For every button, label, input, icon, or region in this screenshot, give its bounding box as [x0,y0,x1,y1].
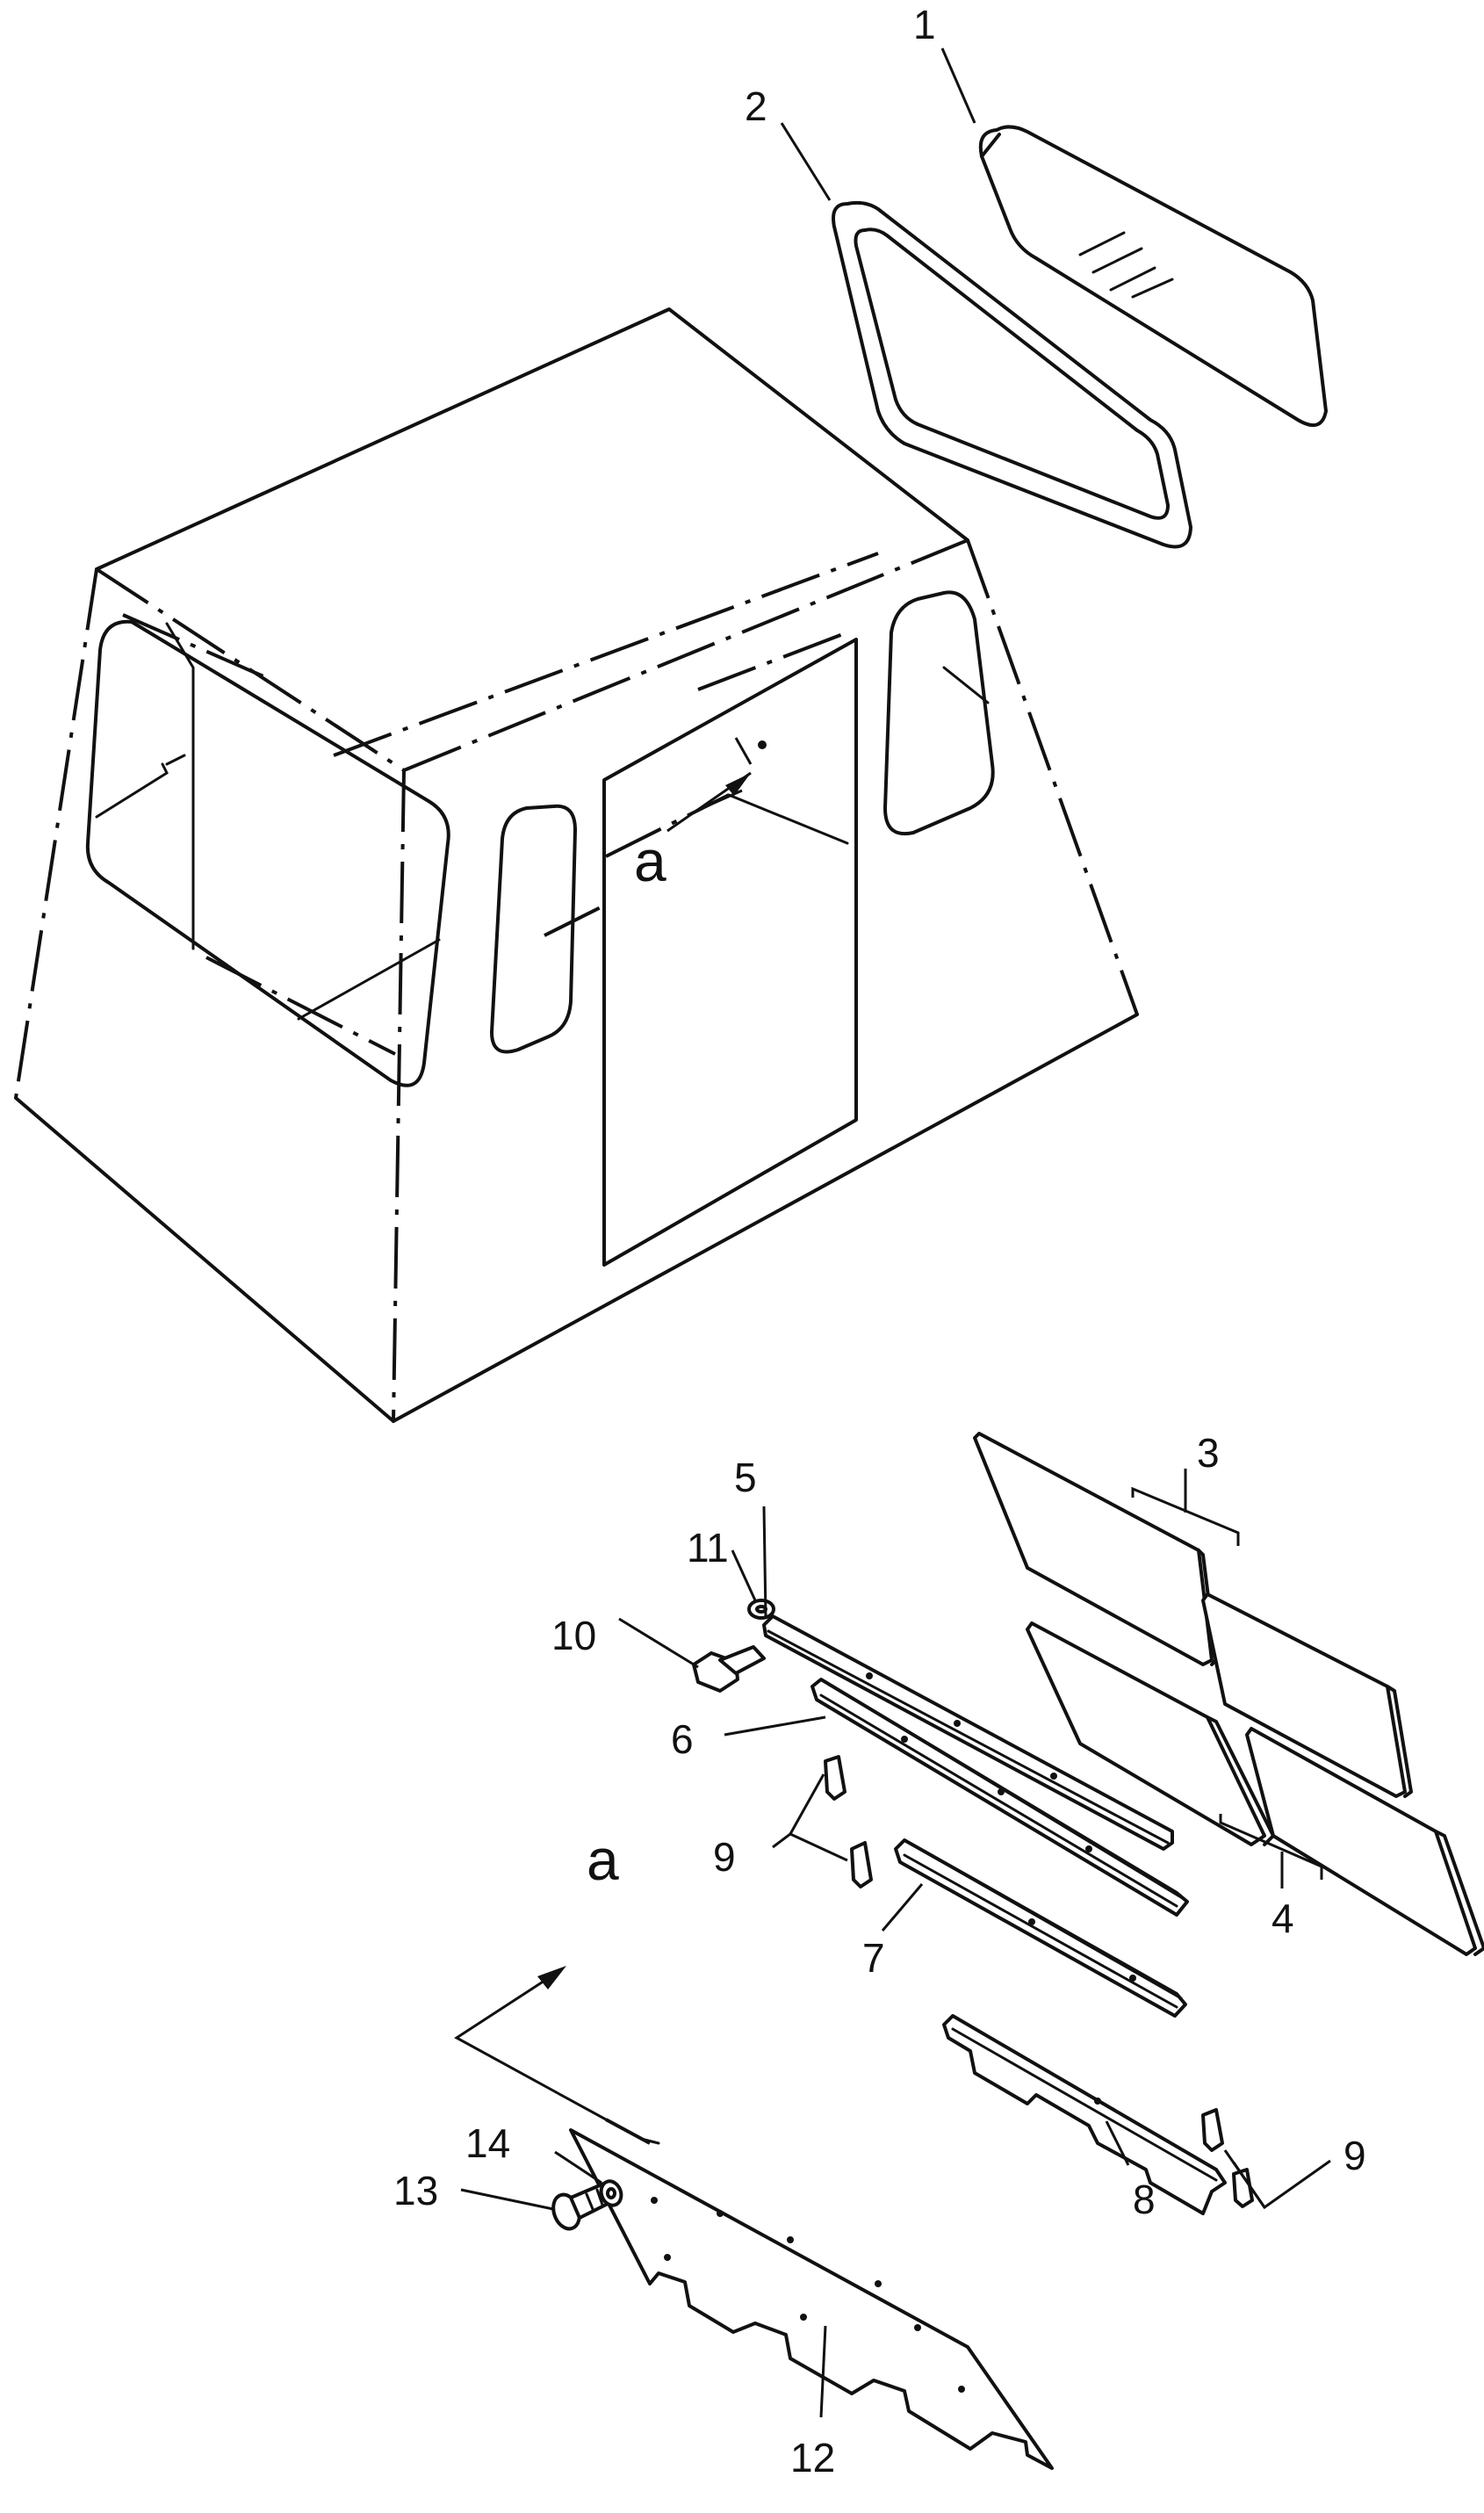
part-6-rail [810,1678,1189,1917]
callout-3: 3 [1197,1430,1220,1476]
view-arrow-detail: a [454,1827,651,2145]
callout-13: 13 [393,2168,438,2213]
part-1-glass [978,125,1328,428]
callout-9-left: 9 [713,1834,736,1880]
callout-8: 8 [1133,2177,1156,2222]
callout-1: 1 [913,2,936,47]
callout-11: 11 [687,1525,729,1571]
leader-lines [460,47,1331,2418]
callout-10: 10 [551,1613,596,1658]
part-11-washer [747,1599,775,1620]
part-4-glass-panels [1026,1621,1484,1956]
part-7-rail [894,1838,1187,2018]
part-10-bolt [692,1645,766,1693]
callout-2: 2 [745,83,767,129]
part-5-rail [762,1614,1174,1851]
part-2-seal [832,200,1192,549]
part-8-bracket [942,2014,1227,2215]
callout-6: 6 [671,1716,694,1762]
part-12-panel [569,2128,1054,2470]
operator-cab: a [14,307,1139,1423]
part-3-glass-panels [973,1432,1413,1798]
part-9-clips [824,1755,1254,2208]
view-mark-a-detail: a [587,1827,619,1892]
callout-9-right: 9 [1344,2133,1366,2178]
callout-14: 14 [465,2120,510,2166]
part-14-washer [599,2179,623,2207]
callout-7: 7 [862,1935,885,1981]
callout-labels: 1 2 3 4 5 6 7 8 9 9 10 11 12 13 14 [393,2,1366,2481]
callout-4: 4 [1271,1896,1294,1941]
view-mark-a-cab: a [634,828,666,893]
callout-5: 5 [734,1455,757,1500]
callout-12: 12 [790,2435,835,2481]
